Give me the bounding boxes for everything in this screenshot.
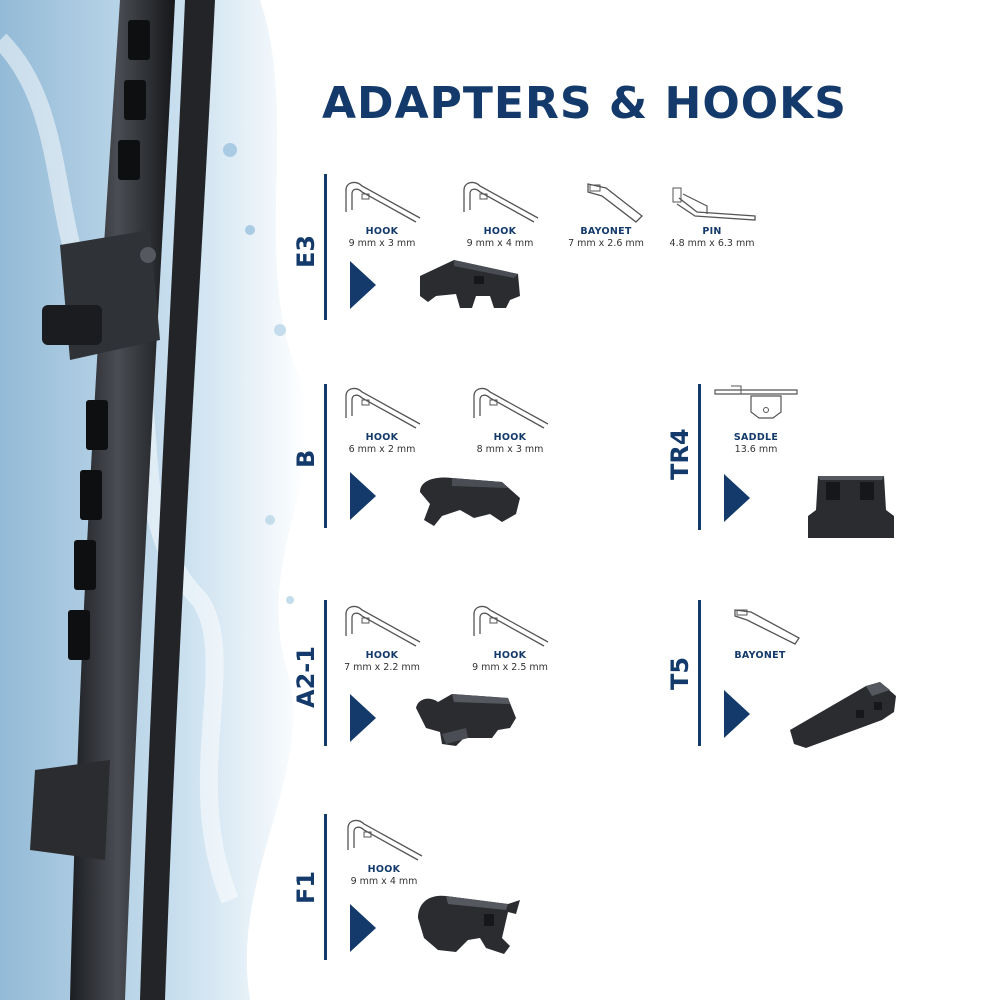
item-type: HOOK [365, 226, 399, 237]
adapter-item: PIN 4.8 mm x 6.3 mm [652, 176, 772, 249]
item-dimensions: 7 mm x 2.2 mm [344, 662, 420, 673]
group-divider [324, 384, 327, 528]
group-divider [698, 384, 701, 530]
item-dimensions: 8 mm x 3 mm [476, 444, 544, 455]
item-dimensions: 6 mm x 2 mm [348, 444, 416, 455]
hook-icon [345, 387, 421, 429]
item-dimensions: 9 mm x 3 mm [348, 238, 416, 249]
b-adapter-photo [420, 477, 520, 526]
item-type: HOOK [367, 864, 401, 875]
item-type: HOOK [493, 650, 527, 661]
arrow-icon [724, 690, 750, 738]
item-dimensions: 9 mm x 2.5 mm [472, 662, 548, 673]
item-type: HOOK [365, 650, 399, 661]
f1-adapter-photo [418, 895, 520, 954]
group-label: A2-1 [292, 646, 320, 708]
page-title: ADAPTERS & HOOKS [322, 78, 847, 129]
arrow-icon [350, 694, 376, 742]
item-dimensions: 4.8 mm x 6.3 mm [669, 238, 755, 249]
a2-1-adapter-photo [416, 694, 516, 746]
item-type: BAYONET [734, 650, 786, 661]
adapter-item: HOOK 7 mm x 2.2 mm [322, 600, 442, 673]
hook-icon [473, 387, 549, 429]
arrow-icon [724, 474, 750, 522]
adapter-item: HOOK 9 mm x 4 mm [440, 176, 560, 249]
hook-icon [473, 605, 549, 647]
group-divider [698, 600, 701, 746]
adapter-item: HOOK 9 mm x 4 mm [324, 814, 444, 887]
group-divider [324, 174, 327, 320]
bayonet-icon [587, 183, 643, 223]
saddle-icon [714, 385, 798, 419]
t5-adapter-photo [790, 682, 896, 748]
adapter-item: HOOK 9 mm x 2.5 mm [450, 600, 570, 673]
item-dimensions: 13.6 mm [734, 444, 778, 455]
adapter-item: SADDLE 13.6 mm [696, 382, 816, 455]
hook-icon [347, 819, 423, 861]
item-type: PIN [702, 226, 722, 237]
item-type: BAYONET [580, 226, 632, 237]
item-dimensions: 9 mm x 4 mm [466, 238, 534, 249]
hook-icon [345, 605, 421, 647]
hook-icon [463, 181, 539, 223]
arrow-icon [350, 261, 376, 309]
pin-icon [672, 187, 756, 221]
group-divider [324, 600, 327, 746]
tr4-adapter-photo [808, 476, 894, 538]
item-dimensions: 7 mm x 2.6 mm [568, 238, 644, 249]
item-type: HOOK [365, 432, 399, 443]
wiper-blade-illustration [0, 0, 307, 1000]
adapter-item: HOOK 6 mm x 2 mm [322, 382, 442, 455]
adapter-item: HOOK 8 mm x 3 mm [450, 382, 570, 455]
adapter-item: BAYONET [700, 604, 820, 661]
group-label: E3 [292, 234, 320, 268]
group-label: TR4 [666, 428, 694, 480]
hook-icon [345, 181, 421, 223]
item-dimensions: 9 mm x 4 mm [350, 876, 418, 887]
item-type: HOOK [493, 432, 527, 443]
group-label: T5 [666, 656, 694, 690]
bayonet-icon [734, 609, 800, 645]
group-label: F1 [292, 870, 320, 904]
adapter-item: HOOK 9 mm x 3 mm [322, 176, 442, 249]
group-label: B [292, 449, 320, 468]
e3-adapter-photo [420, 260, 520, 308]
group-divider [324, 814, 327, 960]
item-type: SADDLE [733, 432, 779, 443]
arrow-icon [350, 472, 376, 520]
item-type: HOOK [483, 226, 517, 237]
arrow-icon [350, 904, 376, 952]
adapter-item: BAYONET 7 mm x 2.6 mm [546, 176, 666, 249]
